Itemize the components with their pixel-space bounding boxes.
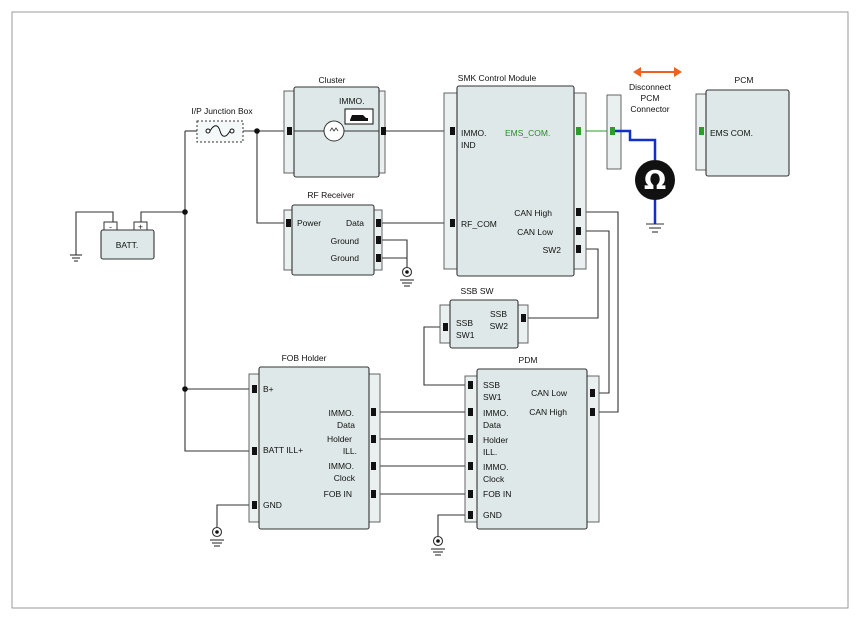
cluster-immo-label: IMMO. [339, 96, 365, 106]
fob-holder-module: FOB Holder B+ BATT ILL+ GND IMMO. Data H… [248, 353, 381, 530]
pdm-holder-ill-line1: Holder [483, 435, 508, 445]
smk-ems-com-label: EMS_COM. [505, 128, 550, 138]
pdm-immo-data-line2: Data [483, 420, 501, 430]
ssb-switch: SSB SW SSB SW1 SSB SW2 [439, 286, 529, 349]
disconnect-line1: Disconnect [629, 82, 672, 92]
battery-ground-icon [70, 254, 82, 262]
disconnect-line2: PCM [641, 93, 660, 103]
ssb-right-line2: SW2 [490, 321, 509, 331]
pcm-module: PCM EMS COM. [695, 75, 790, 177]
fob-immo-data-line1: IMMO. [329, 408, 355, 418]
ssb-left-line1: SSB [456, 318, 473, 328]
rf-receiver-module: RF Receiver Power Data Ground Ground [283, 190, 383, 276]
cluster-title: Cluster [319, 75, 346, 85]
fob-batt-ill-label: BATT ILL+ [263, 445, 303, 455]
cluster-module: Cluster IMMO. [283, 75, 386, 178]
pdm-ground-icon [431, 535, 445, 556]
smk-sw2-label: SW2 [543, 245, 562, 255]
rf-power-label: Power [297, 218, 321, 228]
pdm-immo-clock-line2: Clock [483, 474, 505, 484]
battery: - + BATT. [100, 221, 155, 260]
pdm-holder-ill-line2: ILL. [483, 447, 497, 457]
ohmmeter-icon [635, 160, 675, 200]
fob-holder-ill-line2: ILL. [343, 446, 357, 456]
ip-junction-box-title: I/P Junction Box [191, 106, 253, 116]
fob-immo-clock-line2: Clock [334, 473, 356, 483]
fob-fob-in-label: FOB IN [324, 489, 352, 499]
fob-holder-ill-line1: Holder [327, 434, 352, 444]
rf-receiver-ground-icon [400, 266, 414, 287]
smk-immo-ind-line1: IMMO. [461, 128, 487, 138]
pdm-title: PDM [519, 355, 538, 365]
probe-ground-icon [646, 223, 664, 233]
ip-junction-box: I/P Junction Box [191, 106, 253, 143]
pcm-ems-com-label: EMS COM. [710, 128, 753, 138]
fob-immo-clock-line1: IMMO. [329, 461, 355, 471]
battery-plus-label: + [138, 222, 143, 232]
pdm-can-high-label: CAN High [529, 407, 567, 417]
rf-ground2-label: Ground [331, 253, 360, 263]
smk-can-high-label: CAN High [514, 208, 552, 218]
rf-receiver-title: RF Receiver [307, 190, 354, 200]
battery-label: BATT. [116, 240, 139, 250]
pcm-title: PCM [735, 75, 754, 85]
smk-immo-ind-line2: IND [461, 140, 476, 150]
pdm-gnd-label: GND [483, 510, 502, 520]
pdm-immo-data-line1: IMMO. [483, 408, 509, 418]
fob-b-plus-label: B+ [263, 384, 274, 394]
smk-title: SMK Control Module [458, 73, 537, 83]
fob-immo-data-line2: Data [337, 420, 355, 430]
battery-minus-label: - [109, 222, 112, 232]
smk-can-low-label: CAN Low [517, 227, 554, 237]
fuse-icon [209, 125, 231, 137]
disconnect-line3: Connector [630, 104, 669, 114]
pdm-module: PDM SSB SW1 IMMO. Data Holder ILL. IMMO.… [464, 355, 600, 530]
pdm-ssb-sw1-line1: SSB [483, 380, 500, 390]
smk-rf-com-label: RF_COM [461, 219, 497, 229]
fob-gnd-label: GND [263, 500, 282, 510]
fob-holder-ground-icon [210, 526, 224, 547]
pdm-ssb-sw1-line2: SW1 [483, 392, 502, 402]
smk-control-module: SMK Control Module IMMO. IND EMS_COM. RF… [443, 73, 587, 277]
wires [75, 130, 619, 537]
double-arrow-icon [633, 67, 682, 77]
pdm-can-low-label: CAN Low [531, 388, 568, 398]
fob-holder-title: FOB Holder [282, 353, 327, 363]
pdm-immo-clock-line1: IMMO. [483, 462, 509, 472]
junction-dots [182, 128, 260, 392]
rf-ground1-label: Ground [331, 236, 360, 246]
rf-data-label: Data [346, 218, 364, 228]
ssb-sw-title: SSB SW [460, 286, 493, 296]
ssb-right-line1: SSB [490, 309, 507, 319]
disconnect-connector: Disconnect PCM Connector Ω [606, 67, 682, 233]
ohm-symbol: Ω [644, 166, 666, 196]
pdm-fob-in-label: FOB IN [483, 489, 511, 499]
ssb-left-line2: SW1 [456, 330, 475, 340]
